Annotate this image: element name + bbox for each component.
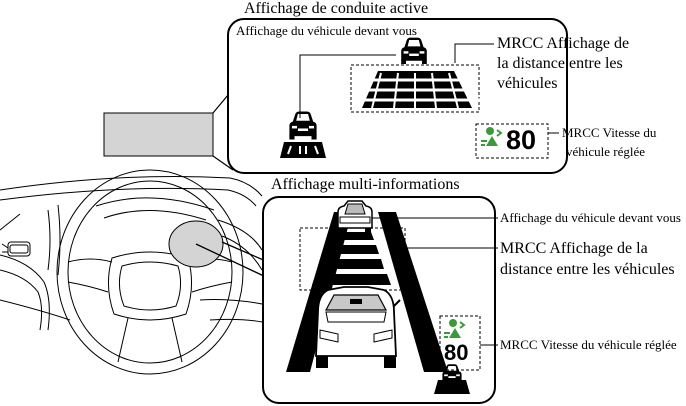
windshield-display-area — [103, 112, 214, 157]
multi-info-distance-label-line1: MRCC Affichage de la — [500, 240, 648, 257]
hud-speed-indicator — [475, 123, 549, 159]
multi-info-speed-label: MRCC Vitesse du véhicule réglée — [500, 337, 677, 352]
multi-info-title: Affichage multi-informations — [271, 176, 460, 193]
radar-cruise-icon — [481, 127, 503, 146]
multi-info-speed-indicator — [439, 315, 481, 371]
multi-info-distance-bars — [299, 227, 406, 291]
multi-info-distance-label-line2: distance entre les véhicules — [500, 261, 675, 278]
hud-vehicle-near-icon — [280, 111, 326, 158]
radar-cruise-icon-2 — [444, 319, 466, 338]
hud-leader-vehicle — [299, 54, 396, 118]
dashboard-drawing — [0, 169, 263, 375]
road-right-edge — [378, 212, 448, 372]
car-top-view-icon — [311, 286, 401, 368]
hud-distance-label-line3: véhicules — [497, 75, 558, 92]
hud-speed-label-line2: véhicule réglée — [566, 144, 646, 159]
multi-info-speed-value: 80 — [444, 340, 469, 365]
hud-leader-distance — [454, 43, 494, 63]
hud-distance-label-line2: la distance entre les — [497, 55, 623, 72]
hud-speed-label-line1: MRCC Vitesse du — [562, 125, 657, 140]
car-rear-icon — [434, 364, 470, 394]
multi-info-vehicle-ahead-icon — [337, 200, 373, 232]
hud-speed-value: 80 — [506, 125, 537, 155]
multi-info-vehicle-ahead-label: Affichage du véhicule devant vous — [500, 210, 681, 225]
pointer-line — [195, 241, 269, 279]
hud-distance-label-line1: MRCC Affichage de — [497, 35, 630, 52]
hud-vehicle-ahead-label: Affichage du véhicule devant vous — [236, 23, 417, 38]
hud-title: Affichage de conduite active — [244, 0, 429, 17]
hud-distance-bars — [350, 64, 480, 113]
